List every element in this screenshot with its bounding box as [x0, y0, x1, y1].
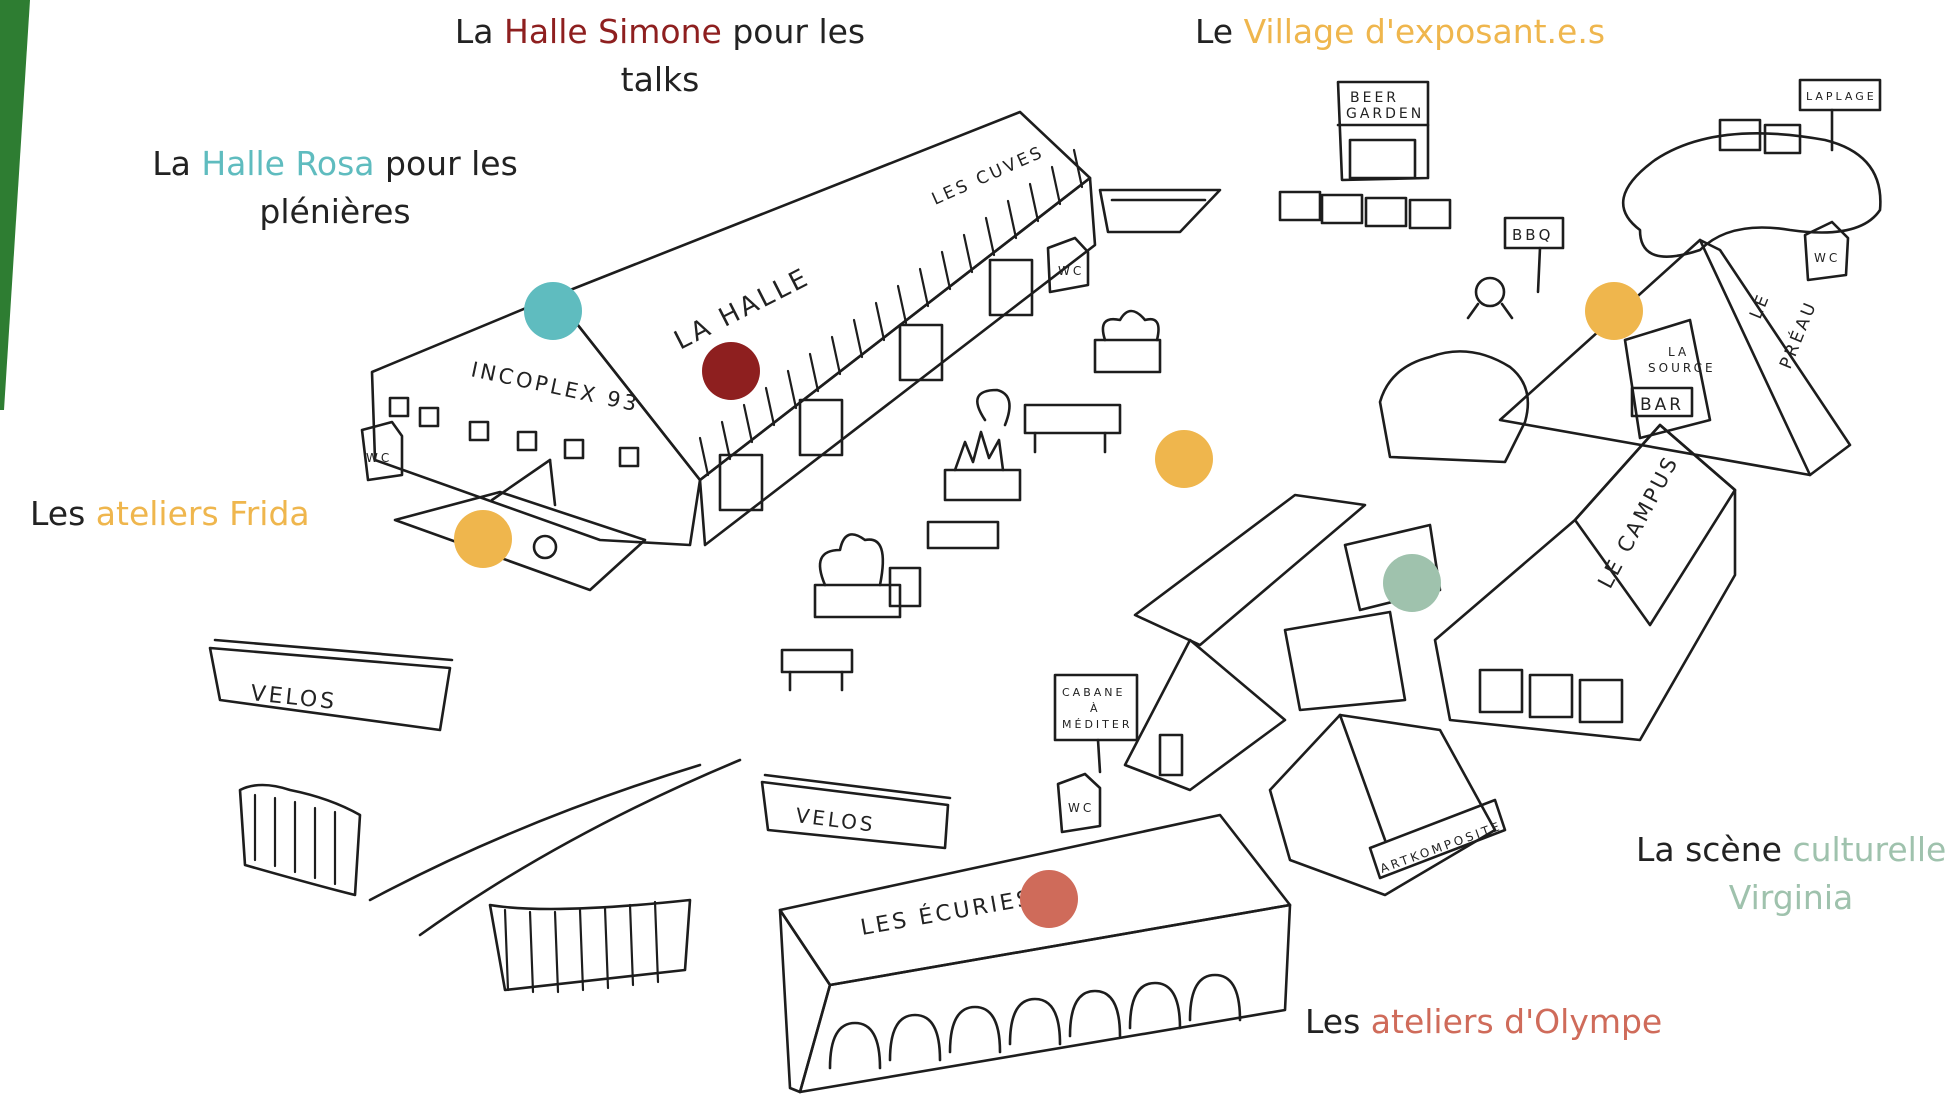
bar-sign	[1630, 386, 1694, 418]
marker-scene-culturelle[interactable]	[1383, 554, 1441, 612]
cabane-text-3: MÉDITER	[1062, 718, 1132, 731]
marker-halle-simone[interactable]	[702, 342, 760, 400]
velos-text-2: VELOS	[794, 803, 877, 837]
planters-and-benches	[780, 309, 1162, 692]
incoplex-text: INCOPLEX 93	[469, 357, 642, 416]
la-halle-building	[370, 110, 1097, 547]
la-halle-text: LA HALLE	[670, 262, 815, 356]
bbq-sign	[1466, 216, 1565, 320]
wc-label-1: WC	[366, 451, 392, 465]
la-source-text-2: SOURCE	[1648, 361, 1716, 375]
laplage-text: LAPLAGE	[1806, 90, 1877, 103]
artkomposite-text: ARTKOMPOSITE	[1378, 819, 1504, 876]
halle-simone-name: Halle Simone	[504, 12, 722, 51]
wc-label-3: WC	[1814, 251, 1840, 265]
label-ateliers-frida: Les ateliers Frida	[30, 494, 310, 533]
village-exposants-name: Village d'exposant.e.s	[1243, 12, 1606, 51]
la-source-text-1: LA	[1668, 345, 1689, 359]
wc-label-2: WC	[1058, 264, 1084, 278]
preau-text: PRÉAU	[1774, 297, 1821, 372]
velos-text-1: VELOS	[249, 681, 338, 715]
volleyball-court	[393, 458, 647, 592]
cabane-text-2: À	[1090, 702, 1101, 715]
marker-ateliers-frida[interactable]	[454, 510, 512, 568]
wc-hut-3	[1803, 220, 1850, 282]
bar-text: BAR	[1640, 395, 1684, 415]
velos-shed-2	[760, 773, 952, 850]
cabane-a-mediter	[1053, 638, 1287, 792]
beer-text: BEER	[1350, 90, 1399, 106]
fences-and-path	[238, 758, 742, 994]
halle-rosa-name: Halle Rosa	[201, 144, 375, 183]
wc-label-4: WC	[1068, 801, 1094, 815]
scene-culturelle-virginia: Virginia	[1728, 878, 1854, 917]
velos-shed-1	[208, 638, 454, 732]
label-scene-culturelle: La scène culturelle Virginia	[1636, 830, 1946, 917]
wc-hut-4	[1056, 772, 1102, 834]
le-campus-text: LE CAMPUS	[1593, 451, 1683, 592]
marker-village-exposants-2[interactable]	[1585, 282, 1643, 340]
les-cuves-text: LES CUVES	[929, 142, 1048, 209]
wc-hut-1	[360, 420, 404, 482]
scene-culturelle-name: culturelle	[1792, 830, 1946, 869]
label-village-exposants: Le Village d'exposant.e.s	[1194, 12, 1606, 51]
marker-halle-rosa[interactable]	[524, 282, 582, 340]
ateliers-frida-name: ateliers Frida	[95, 494, 310, 533]
marker-ateliers-olympe[interactable]	[1020, 870, 1078, 928]
label-halle-rosa: La Halle Rosa pour les plénières	[152, 144, 518, 231]
green-edge-stripe	[0, 0, 30, 410]
ramp-structure	[1098, 188, 1222, 234]
marker-village-exposants-1[interactable]	[1155, 430, 1213, 488]
la-plage-area	[1621, 78, 1882, 258]
label-ateliers-olympe: Les ateliers d'Olympe	[1305, 1002, 1663, 1041]
bbq-text: BBQ	[1512, 226, 1553, 244]
ateliers-olympe-name: ateliers d'Olympe	[1370, 1002, 1663, 1041]
le-campus-building	[1433, 423, 1737, 742]
label-halle-simone: La Halle Simone pour les talks	[454, 12, 866, 99]
cabane-text-1: CABANE	[1062, 686, 1125, 699]
artkomposite-building	[1268, 713, 1507, 897]
beer-garden-stand	[1278, 80, 1452, 230]
le-preau-building	[1378, 238, 1852, 477]
les-ecuries-text: LES ÉCURIES	[859, 885, 1036, 941]
wc-hut-2	[1046, 236, 1090, 294]
les-ecuries-building	[778, 813, 1292, 1094]
garden-text: GARDEN	[1346, 106, 1424, 122]
